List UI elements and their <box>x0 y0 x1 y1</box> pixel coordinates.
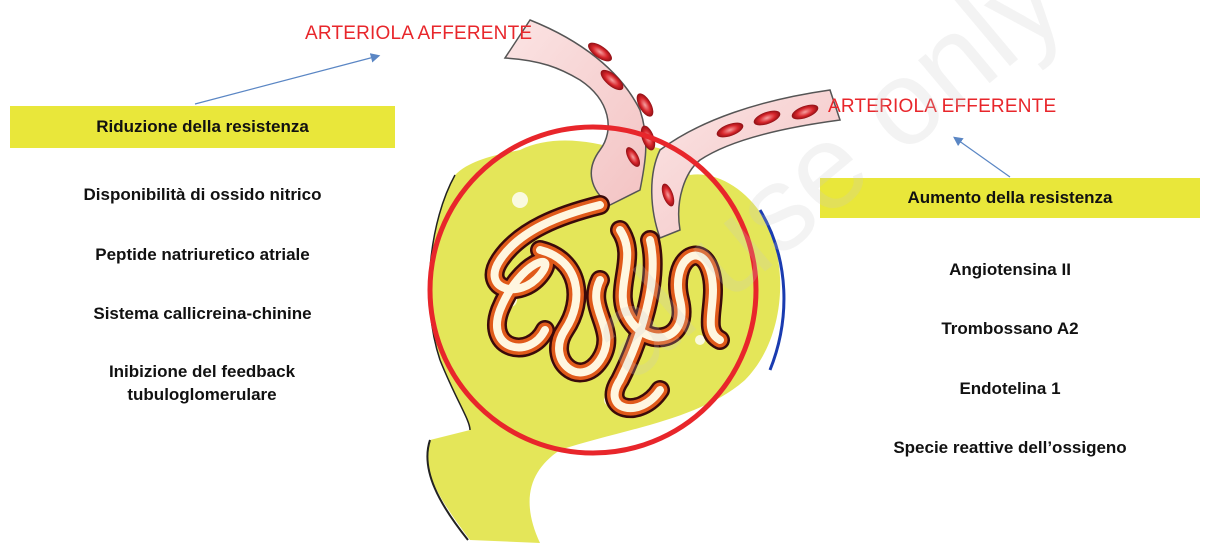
left-item-3: Sistema callicreina-chinine <box>10 302 395 325</box>
left-item-4: Inibizione del feedback tubuloglomerular… <box>92 360 312 406</box>
left-panel-heading: Riduzione della resistenza <box>10 106 395 148</box>
right-panel-heading: Aumento della resistenza <box>820 178 1200 218</box>
right-item-2: Trombossano A2 <box>820 317 1200 340</box>
right-item-3: Endotelina 1 <box>820 377 1200 400</box>
afferent-pointer-arrow <box>195 56 378 104</box>
afferent-label: ARTERIOLA AFFERENTE <box>305 23 532 45</box>
efferent-label: ARTERIOLA EFFERENTE <box>828 96 1056 118</box>
left-item-1: Disponibilità di ossido nitrico <box>10 183 395 206</box>
right-item-4: Specie reattive dell’ossigeno <box>820 436 1200 459</box>
left-item-2: Peptide natriuretico atriale <box>10 243 395 266</box>
right-item-1: Angiotensina II <box>820 258 1200 281</box>
efferent-pointer-arrow <box>955 138 1010 177</box>
